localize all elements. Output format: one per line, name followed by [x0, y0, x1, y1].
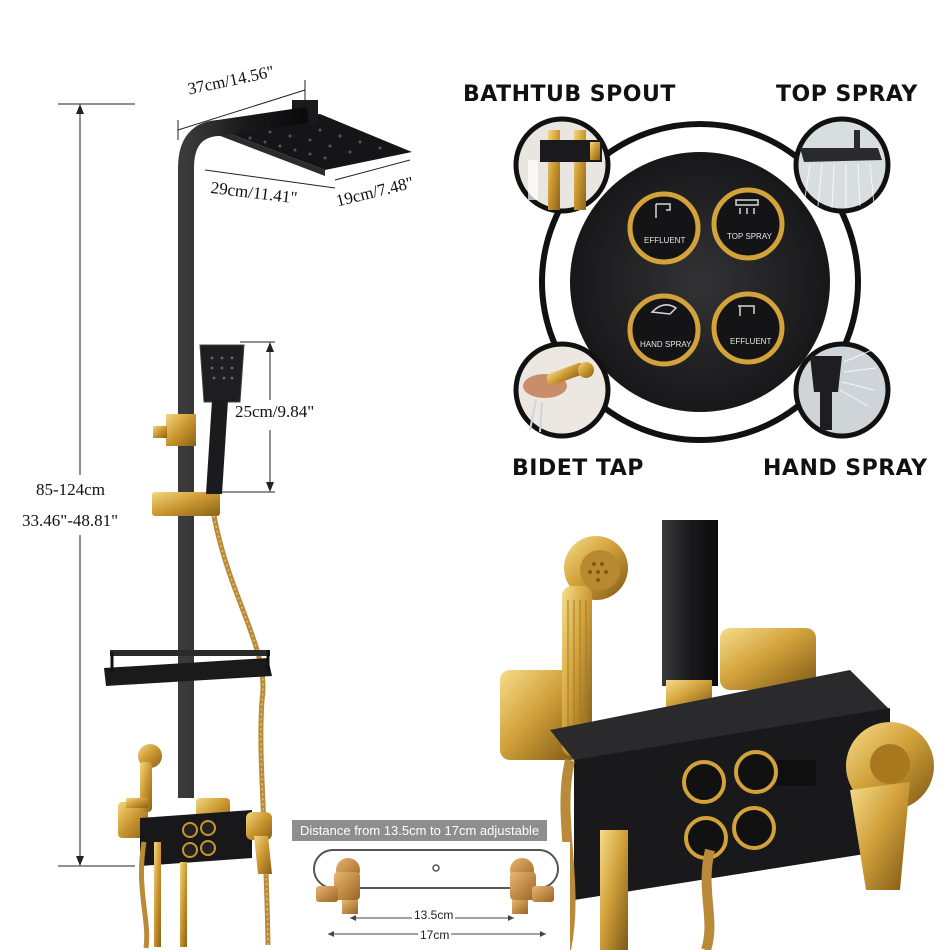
- hand-spray-thumb: [793, 341, 891, 439]
- distance-adjust-title: Distance from 13.5cm to 17cm adjustable: [292, 820, 548, 841]
- total-height-in-label: 33.46"-48.81": [22, 511, 119, 530]
- feature-top-spray-label: TOP SPRAY: [776, 82, 918, 107]
- panel-button-3-label: HAND SPRAY: [640, 340, 692, 349]
- distance-max-label: 17cm: [418, 928, 452, 942]
- feature-panel: [513, 116, 891, 443]
- feature-bathtub-spout-label: BATHTUB SPOUT: [463, 82, 676, 107]
- bathtub-spout-thumb: [513, 116, 611, 214]
- feature-bidet-tap-label: BIDET TAP: [512, 456, 644, 481]
- panel-button-2-label: TOP SPRAY: [727, 232, 772, 241]
- shower-system-diagram: [58, 80, 412, 949]
- top-spray-thumb: [793, 116, 891, 214]
- feature-hand-spray-label: HAND SPRAY: [763, 456, 928, 481]
- mixer-closeup-photo: [500, 520, 934, 950]
- panel-button-1-label: EFFLUENT: [644, 236, 686, 245]
- handheld-height-label: 25cm/9.84": [235, 402, 315, 421]
- distance-min-label: 13.5cm: [412, 908, 456, 922]
- total-height-cm-label: 85-124cm: [36, 480, 105, 499]
- panel-button-4-label: EFFLUENT: [730, 337, 772, 346]
- bidet-tap-thumb: [513, 341, 611, 439]
